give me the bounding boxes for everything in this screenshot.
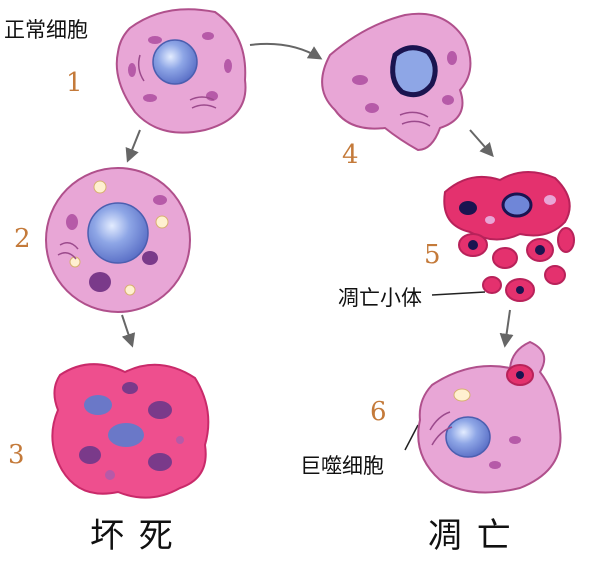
fragmenting-cell <box>443 171 571 241</box>
apoptotic-body-label: 凋亡小体 <box>338 286 422 310</box>
step-number-2: 2 <box>14 224 31 254</box>
necrotic-cell <box>51 363 210 499</box>
shrinking-cell <box>321 12 472 152</box>
step-number-6: 6 <box>370 397 387 427</box>
normal-cell <box>115 8 247 134</box>
arrow-5-to-6 <box>499 309 514 348</box>
normal-cell-label: 正常细胞 <box>4 18 88 42</box>
step-number-5: 5 <box>424 240 441 270</box>
macrophage-label: 巨噬细胞 <box>300 454 384 478</box>
apoptosis-caption: 凋 亡 <box>428 516 513 556</box>
macrophage-cell <box>417 340 562 494</box>
arrow-2-to-3 <box>121 314 136 348</box>
necrosis-caption: 坏 死 <box>90 516 175 556</box>
apoptotic-body-leader <box>431 291 486 296</box>
arrow-4-to-5 <box>469 129 494 158</box>
step-number-4: 4 <box>342 140 359 170</box>
arrow-1-to-2 <box>125 129 141 163</box>
macrophage-leader <box>404 424 419 451</box>
step-number-1: 1 <box>66 68 83 98</box>
apoptotic-bodies <box>458 227 575 302</box>
swelling-cell <box>45 167 191 313</box>
arrow-1-to-4 <box>249 42 323 60</box>
step-number-3: 3 <box>8 440 25 470</box>
